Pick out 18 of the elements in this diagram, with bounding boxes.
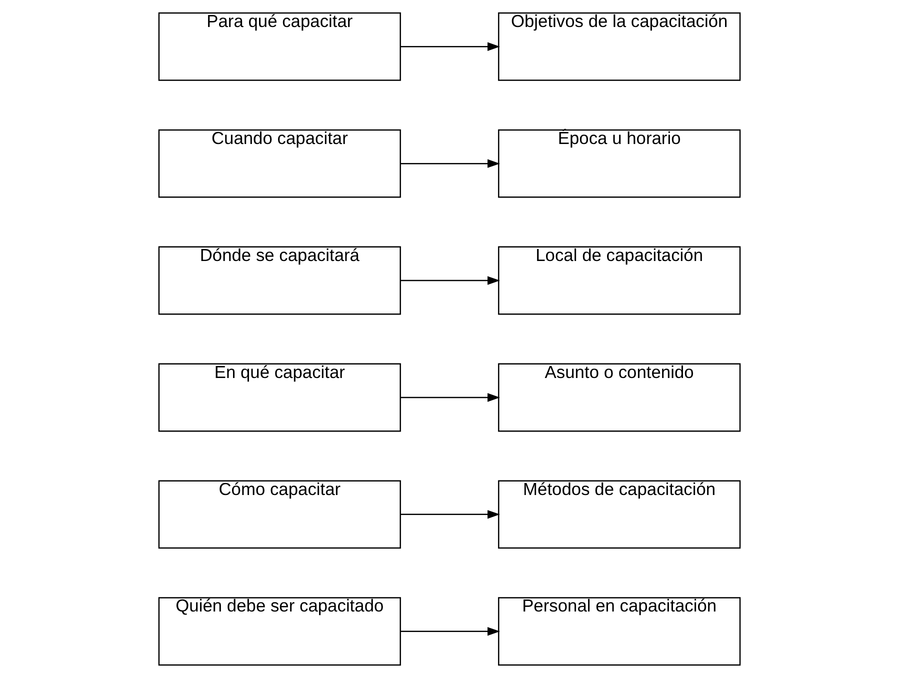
node-box: Personal en capacitación [498, 597, 741, 666]
node-box: Métodos de capacitación [498, 480, 741, 549]
node-box: Época u horario [498, 129, 741, 198]
arrow [400, 627, 500, 636]
node-box: Cómo capacitar [158, 480, 401, 549]
node-box: Quién debe ser capacitado [158, 597, 401, 666]
arrow [400, 393, 500, 402]
arrow [400, 42, 500, 51]
arrow [400, 276, 500, 285]
node-box: Asunto o contenido [498, 363, 741, 432]
arrow [400, 159, 500, 168]
node-box: Local de capacitación [498, 246, 741, 315]
arrow [400, 510, 500, 519]
node-box: Para qué capacitar [158, 12, 401, 81]
node-box: Dónde se capacitará [158, 246, 401, 315]
node-box: Objetivos de la capacitación [498, 12, 741, 81]
node-box: Cuando capacitar [158, 129, 401, 198]
node-box: En qué capacitar [158, 363, 401, 432]
